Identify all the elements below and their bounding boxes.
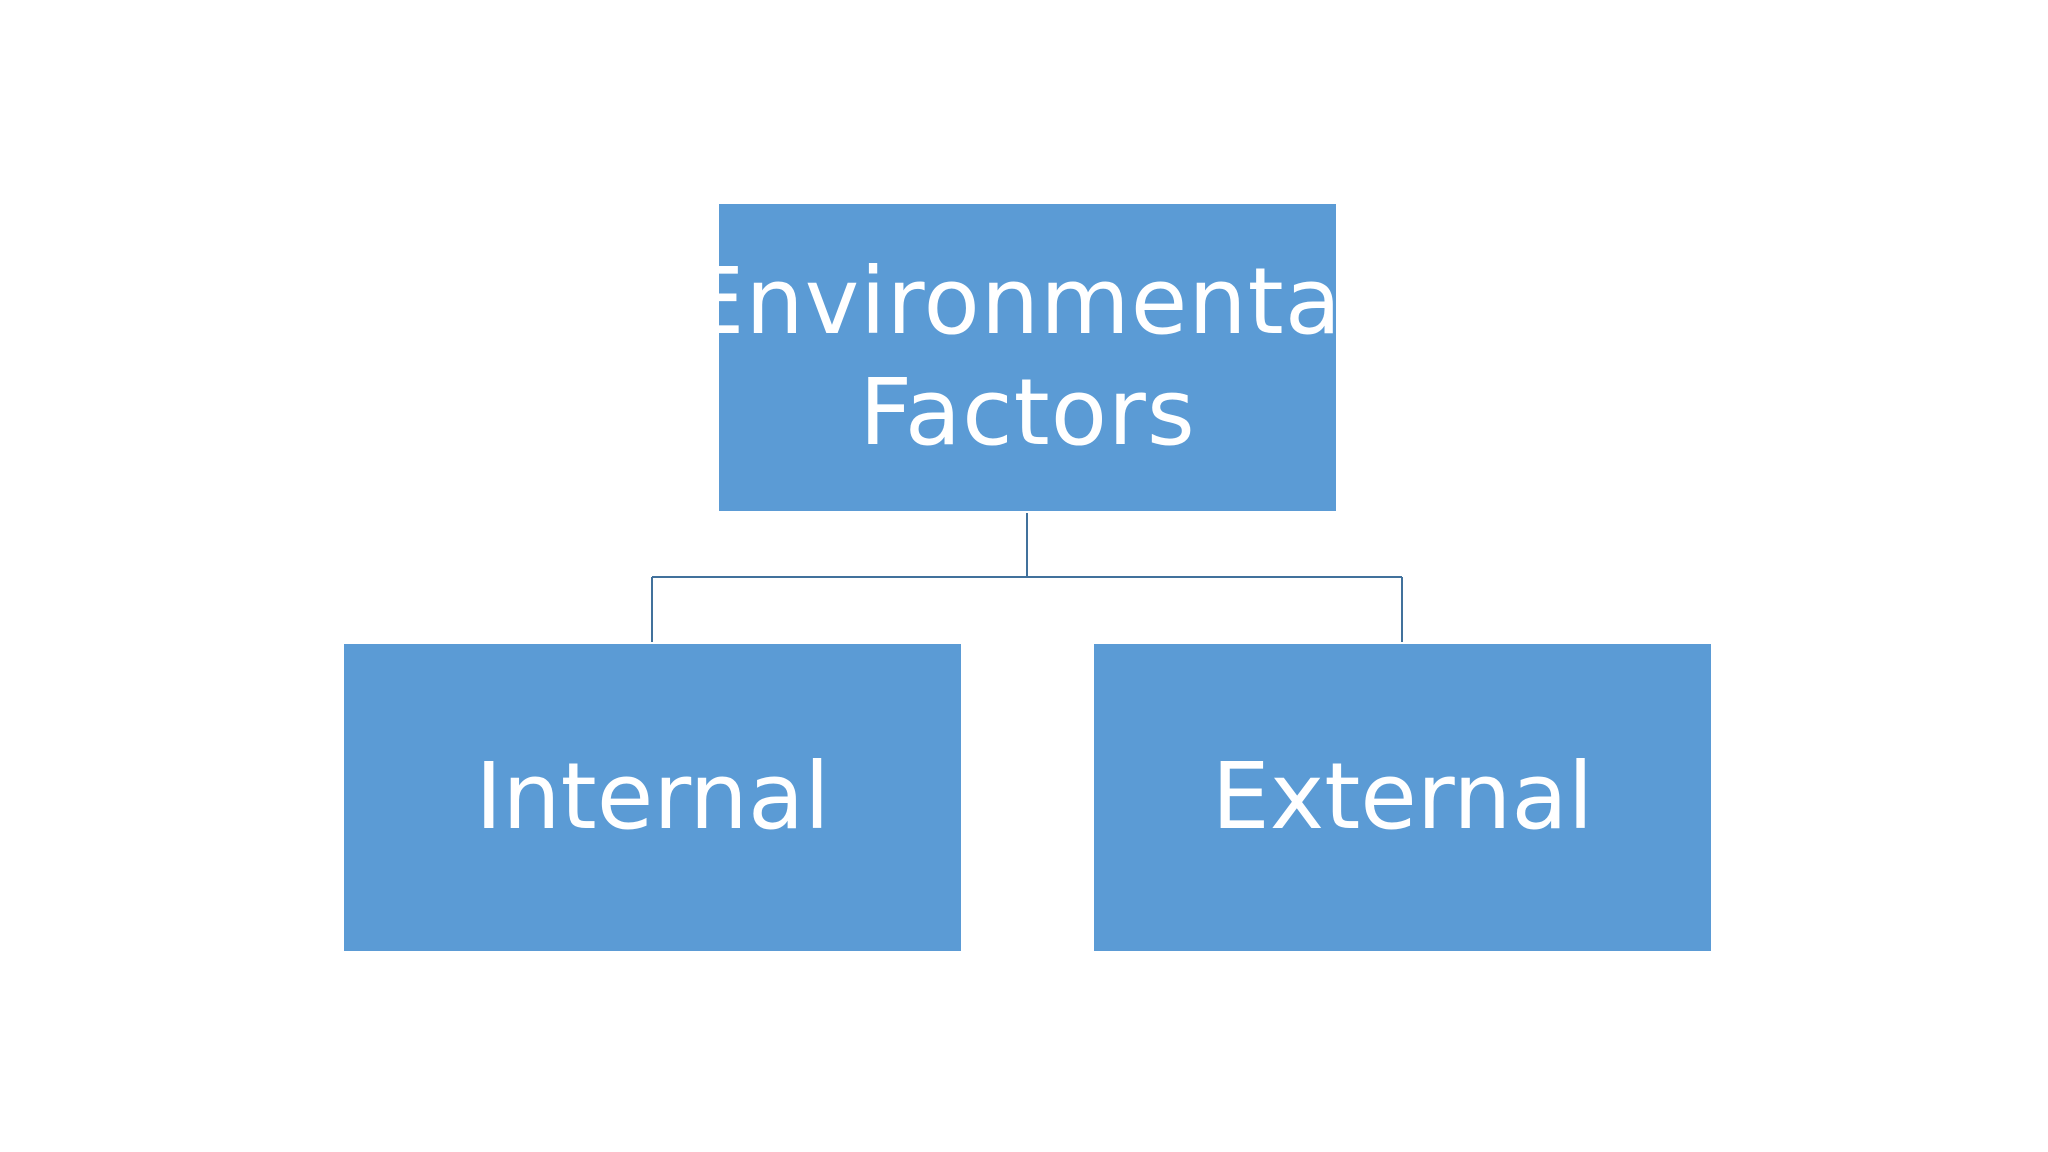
child-node-external: External bbox=[1094, 644, 1711, 951]
child-node-label: Internal bbox=[475, 743, 830, 851]
root-node-label-line-1: Environmental bbox=[686, 248, 1369, 356]
root-node-label-line-2: Factors bbox=[859, 358, 1196, 466]
child-node-label: External bbox=[1211, 743, 1594, 851]
root-node-environmental-factors: Environmental Factors bbox=[686, 204, 1368, 511]
child-node-internal: Internal bbox=[344, 644, 961, 951]
